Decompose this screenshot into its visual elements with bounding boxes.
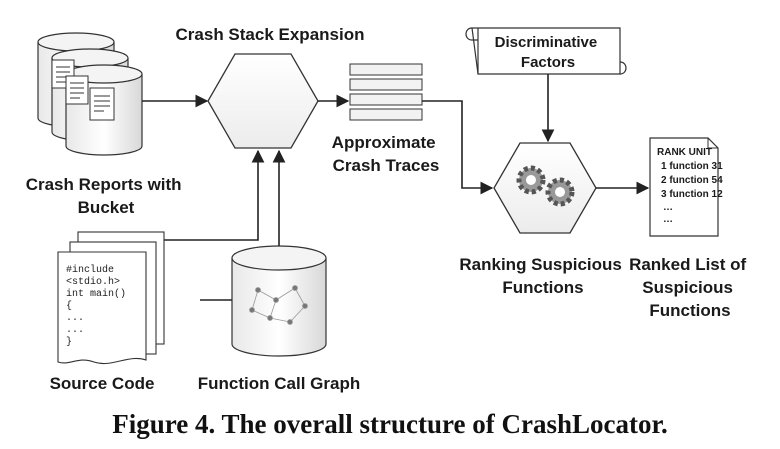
- discriminative-factors-label: Discriminative Factors: [495, 34, 602, 71]
- ranked-list-document: [649, 137, 719, 237]
- crash-stack-expansion-label: Crash Stack Expansion: [176, 25, 365, 44]
- code-line: int main(): [66, 288, 126, 300]
- code-line: #include: [66, 264, 114, 276]
- ranked-list-label: Ranked List of Suspicious Functions: [629, 255, 751, 320]
- code-line: }: [66, 336, 72, 348]
- ranked-list-row: 1 function 31: [661, 161, 723, 172]
- code-line: {: [66, 300, 72, 312]
- crash-traces-stack-icon: [349, 63, 423, 121]
- arrow-source-to-expansion: [164, 149, 265, 241]
- flow-arrows: [142, 74, 650, 301]
- ranked-list-row: …: [663, 202, 673, 213]
- report-document-icon: [65, 75, 89, 105]
- ranked-list-row: 3 function 12: [661, 189, 723, 200]
- function-call-graph-database-icon: [231, 245, 327, 357]
- crash-stack-expansion-hexagon: [207, 53, 319, 149]
- function-call-graph-label: Function Call Graph: [198, 374, 360, 393]
- ranking-suspicious-label: Ranking Suspicious Functions: [459, 255, 626, 297]
- figure-caption: Figure 4. The overall structure of Crash…: [112, 409, 667, 439]
- approximate-traces-label: Approximate Crash Traces: [332, 133, 441, 175]
- source-code-label: Source Code: [50, 374, 155, 393]
- gears-icon: [516, 165, 575, 207]
- ranked-list-row: 2 function 54: [661, 175, 723, 186]
- arrow-traces-to-ranking: [422, 100, 494, 195]
- call-graph-network-icon: [249, 285, 308, 325]
- ranked-list-header: RANK UNIT: [657, 147, 712, 158]
- report-document-icon: [89, 87, 115, 121]
- source-code-documents-icon: [57, 231, 165, 364]
- crash-reports-label: Crash Reports with Bucket: [26, 175, 187, 217]
- ranked-list-row: …: [663, 214, 673, 225]
- crash-reports-database-icon: [37, 32, 143, 156]
- code-line: ...: [66, 313, 84, 324]
- code-line: <stdio.h>: [66, 276, 120, 288]
- ranking-suspicious-hexagon: [493, 142, 597, 234]
- discriminative-factors-scroll: [465, 27, 627, 75]
- code-line: ...: [66, 325, 84, 336]
